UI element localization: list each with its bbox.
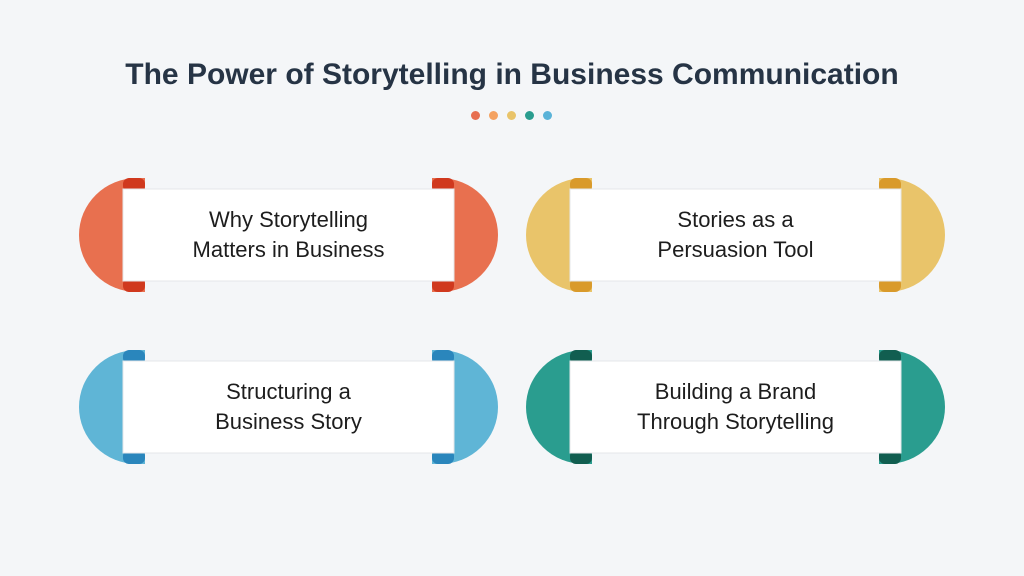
- card-panel: [122, 188, 455, 282]
- dot: [525, 111, 534, 120]
- card-shape: [526, 178, 945, 292]
- card-label: Stories as a Persuasion Tool: [570, 189, 901, 281]
- card-structuring-story: Structuring a Business Story: [77, 350, 500, 464]
- card-panel: [122, 360, 455, 454]
- card-line-2: Matters in Business: [192, 237, 385, 262]
- card-line-2: Business Story: [215, 409, 362, 434]
- card-stories-persuasion: Stories as a Persuasion Tool: [524, 178, 947, 292]
- card-shape: [79, 350, 498, 464]
- page-title: The Power of Storytelling in Business Co…: [125, 58, 899, 91]
- card-line-1: Stories as a: [677, 207, 794, 232]
- card-shape: [79, 178, 498, 292]
- card-panel: [569, 188, 902, 282]
- dot: [543, 111, 552, 120]
- card-shape: [526, 350, 945, 464]
- dot: [507, 111, 516, 120]
- dot: [471, 111, 480, 120]
- dot: [489, 111, 498, 120]
- decorative-dots: [471, 111, 552, 120]
- card-line-1: Building a Brand: [654, 379, 817, 404]
- card-line-2: Through Storytelling: [637, 409, 834, 434]
- card-line-2: Persuasion Tool: [657, 237, 814, 262]
- card-label: Structuring a Business Story: [123, 361, 454, 453]
- card-panel: [569, 360, 902, 454]
- card-line-1: Structuring a: [226, 379, 351, 404]
- card-line-1: Why Storytelling: [209, 207, 368, 232]
